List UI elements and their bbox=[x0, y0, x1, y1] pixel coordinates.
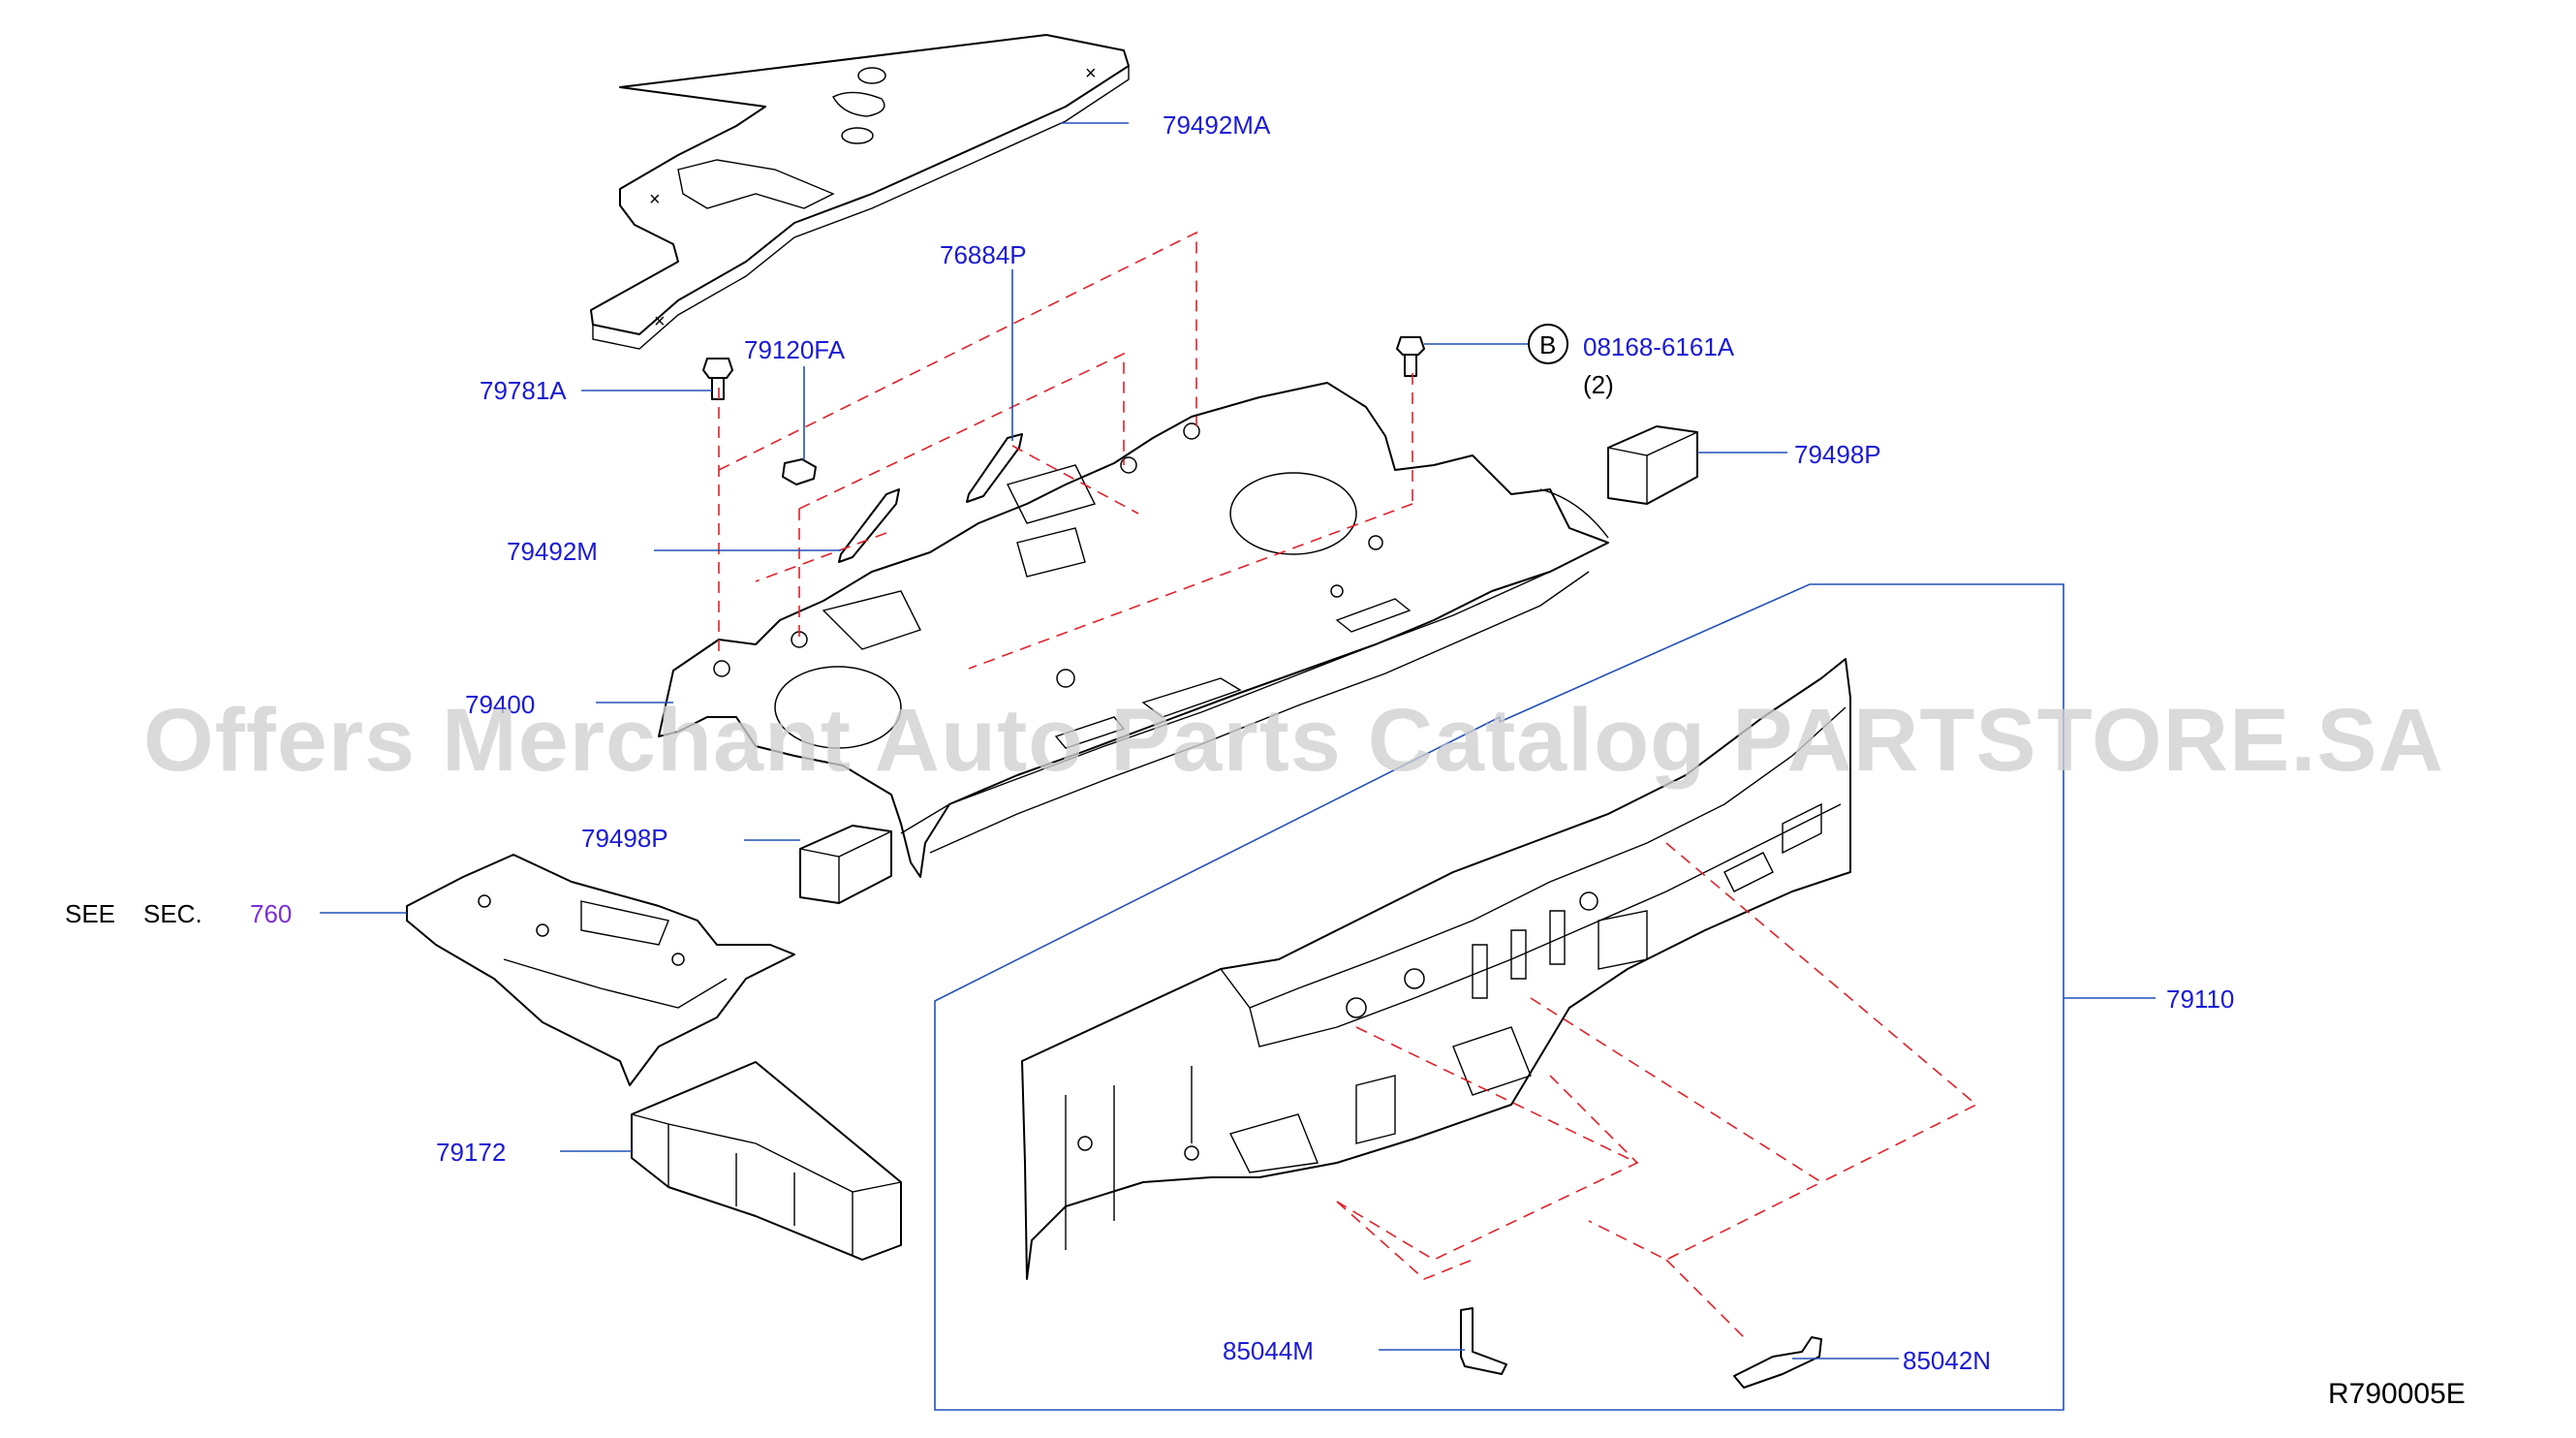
label-79400[interactable]: 79400 bbox=[465, 690, 535, 719]
diagram-code: R790005E bbox=[2328, 1378, 2466, 1410]
part-08168-6161A-drawing bbox=[1396, 336, 1425, 377]
label-79498P-top[interactable]: 79498P bbox=[1794, 440, 1881, 469]
part-79492M-drawing bbox=[838, 488, 900, 563]
label-85042N[interactable]: 85042N bbox=[1903, 1346, 1991, 1375]
label-79492M[interactable]: 79492M bbox=[507, 537, 598, 566]
callout-b-circle bbox=[1528, 324, 1568, 364]
callout-b-letter: B bbox=[1539, 330, 1556, 360]
part-79492MA-drawing: × × × bbox=[590, 34, 1130, 350]
part-79400-drawing bbox=[658, 382, 1609, 878]
part-79120FA-drawing bbox=[782, 458, 817, 485]
label-section-760[interactable]: 760 bbox=[250, 899, 292, 928]
svg-text:×: × bbox=[1085, 63, 1097, 84]
label-85044M[interactable]: 85044M bbox=[1223, 1336, 1314, 1365]
part-76884P-drawing bbox=[966, 433, 1023, 503]
label-see: SEE bbox=[65, 899, 115, 928]
part-79498P-top-drawing bbox=[1607, 425, 1698, 505]
part-79498P-mid-drawing bbox=[799, 825, 892, 904]
label-76884P[interactable]: 76884P bbox=[940, 240, 1027, 269]
label-79781A[interactable]: 79781A bbox=[480, 376, 567, 405]
label-sec: SEC. bbox=[143, 899, 202, 928]
label-79110[interactable]: 79110 bbox=[2166, 985, 2234, 1014]
label-79492MA[interactable]: 79492MA bbox=[1163, 110, 1271, 140]
part-760-bracket-drawing bbox=[406, 854, 795, 1086]
watermark: Offers Merchant Auto Parts Catalog PARTS… bbox=[143, 691, 2444, 790]
label-08168-6161A[interactable]: 08168-6161A bbox=[1583, 332, 1735, 361]
part-79172-drawing bbox=[631, 1061, 902, 1261]
svg-text:×: × bbox=[649, 189, 661, 210]
part-85044M-drawing bbox=[1460, 1307, 1507, 1375]
leader-lines bbox=[320, 122, 2156, 1411]
alignment-lines bbox=[718, 231, 1978, 1338]
label-79498P-mid[interactable]: 79498P bbox=[581, 824, 668, 853]
part-85042N-drawing bbox=[1733, 1336, 1822, 1389]
label-79172[interactable]: 79172 bbox=[436, 1138, 506, 1167]
label-callout-quantity: (2) bbox=[1583, 370, 1614, 399]
label-79120FA[interactable]: 79120FA bbox=[744, 335, 846, 364]
svg-text:×: × bbox=[654, 311, 666, 332]
part-79110-drawing bbox=[1021, 658, 1851, 1280]
part-79781A-drawing bbox=[702, 358, 733, 400]
